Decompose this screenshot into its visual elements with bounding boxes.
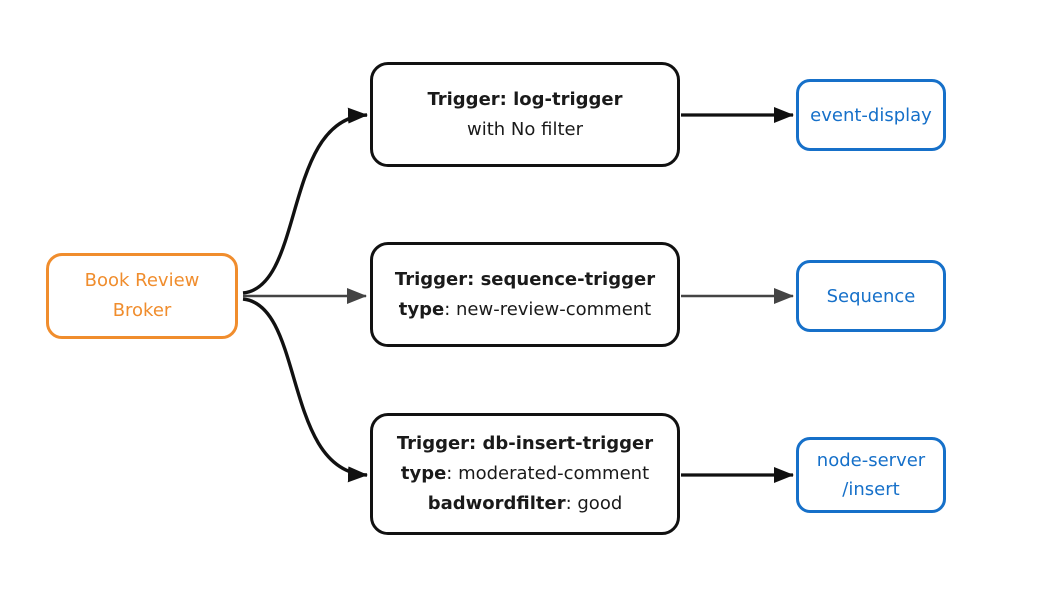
trigger-attr: type: new-review-comment	[399, 295, 651, 325]
trigger-attr-value: : good	[565, 493, 623, 514]
sink-label-line2: /insert	[842, 479, 900, 500]
broker-label-line1: Book Review	[84, 270, 200, 291]
trigger-title: Trigger: log-trigger	[427, 88, 623, 110]
edge-broker-to-log-trigger	[242, 107, 368, 295]
trigger-attr-value: : moderated-comment	[446, 463, 650, 484]
trigger-title: Trigger: db-insert-trigger	[396, 433, 654, 454]
sink-node-event-display: event-display	[796, 79, 946, 151]
trigger-node-log-trigger: Trigger: log-trigger with No filter	[370, 62, 680, 167]
sink-node-node-server-insert: node-server /insert	[796, 437, 946, 513]
trigger-title: Trigger: sequence-trigger	[394, 268, 656, 290]
trigger-attr-value: : new-review-comment	[444, 298, 652, 320]
trigger-attr: badwordfilter: good	[428, 489, 623, 519]
trigger-attr: type: moderated-comment	[401, 459, 649, 489]
broker-label-line2: Broker	[112, 300, 172, 321]
sink-label: Sequence	[826, 285, 916, 307]
trigger-attr-key: type	[400, 463, 447, 484]
trigger-subtitle: with No filter	[467, 118, 583, 140]
trigger-attr-key: badwordfilter	[427, 493, 566, 514]
trigger-node-db-insert-trigger: Trigger: db-insert-trigger type: moderat…	[370, 413, 680, 535]
edge-broker-to-db-insert-trigger	[242, 297, 368, 483]
sink-node-sequence: Sequence	[796, 260, 946, 332]
sink-label-line1: node-server	[816, 450, 926, 471]
broker-node: Book Review Broker	[46, 253, 238, 339]
trigger-node-sequence-trigger: Trigger: sequence-trigger type: new-revi…	[370, 242, 680, 347]
trigger-attr-key: type	[398, 298, 445, 320]
sink-label: event-display	[810, 104, 932, 126]
